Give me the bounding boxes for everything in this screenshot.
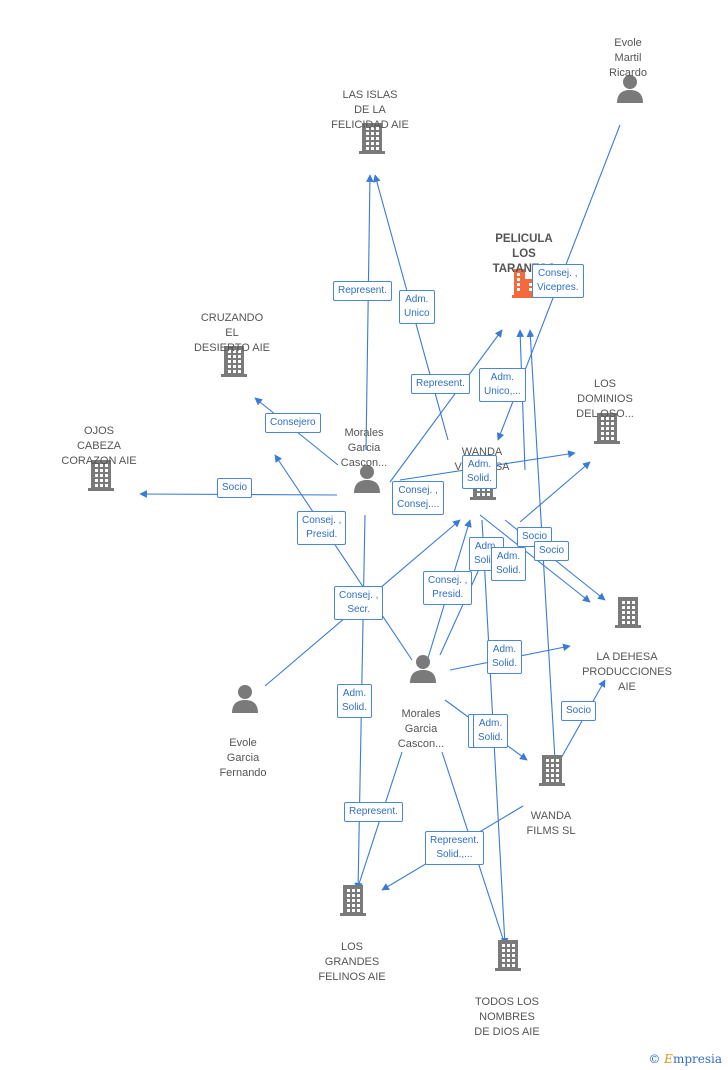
edge-label-14[interactable]: Adm. Solid.: [491, 547, 527, 581]
person-icon[interactable]: [408, 653, 438, 688]
edge-label-22[interactable]: Represent.: [344, 802, 403, 822]
edge-line-4: [389, 329, 503, 483]
node-label-morales1[interactable]: Morales Garcia Cascon...: [340, 427, 388, 469]
edge-label-16[interactable]: Consej. , Secr.: [334, 586, 384, 620]
building-icon[interactable]: [219, 344, 249, 383]
building-icon[interactable]: [493, 938, 523, 977]
edge-label-1[interactable]: Consej. , Vicepres.: [532, 264, 584, 298]
edge-label-15[interactable]: Consej. , Presid.: [423, 571, 473, 605]
edge-label-7[interactable]: Socio: [217, 478, 253, 498]
building-icon[interactable]: [86, 458, 116, 497]
brand-name: mpresia: [672, 1052, 722, 1066]
edge-line-11: [519, 461, 591, 523]
node-label-dominios[interactable]: LOS DOMINIOS DEL OSO...: [576, 378, 634, 420]
building-icon[interactable]: [537, 753, 567, 792]
edge-label-12[interactable]: Socio: [534, 541, 570, 561]
node-label-pelicula[interactable]: PELICULA LOS TARANTOS: [492, 233, 556, 275]
edge-label-17[interactable]: Adm. Solid.: [337, 684, 373, 718]
edge-label-9[interactable]: Consej. , Consej....: [392, 481, 445, 515]
building-icon[interactable]: [357, 121, 387, 160]
person-icon[interactable]: [615, 73, 645, 108]
brand-initial: E: [664, 1052, 673, 1066]
edge-label-6[interactable]: Consejero: [265, 413, 321, 433]
copyright-symbol: ©: [648, 1052, 661, 1066]
building-icon[interactable]: [592, 411, 622, 450]
person-icon[interactable]: [230, 683, 260, 718]
edge-label-2[interactable]: Represent.: [333, 281, 392, 301]
node-label-evole-garcia[interactable]: Evole Garcia Fernando: [219, 737, 267, 779]
node-label-wanda-f[interactable]: WANDA FILMS SL: [526, 810, 576, 837]
building-icon[interactable]: [338, 883, 368, 922]
node-label-ojos[interactable]: OJOS CABEZA CORAZON AIE: [61, 425, 137, 467]
edge-label-18[interactable]: Adm. Solid.: [487, 640, 523, 674]
node-label-morales2[interactable]: Morales Garcia Cascon...: [397, 708, 445, 750]
edge-label-8[interactable]: Adm. Solid.: [462, 455, 498, 489]
person-icon[interactable]: [352, 463, 382, 498]
edge-label-4[interactable]: Represent.: [411, 374, 470, 394]
node-label-dehesa[interactable]: LA DEHESA PRODUCCIONES AIE: [582, 651, 672, 693]
node-label-todos[interactable]: TODOS LOS NOMBRES DE DIOS AIE: [474, 996, 540, 1038]
edge-label-19[interactable]: Socio: [561, 701, 597, 721]
node-label-islas[interactable]: LAS ISLAS DE LA FELICIDAD AIE: [331, 89, 409, 131]
node-label-cruzando[interactable]: CRUZANDO EL DESIERTO AIE: [193, 312, 271, 354]
edge-label-3[interactable]: Adm. Unico: [399, 290, 435, 324]
edge-label-21[interactable]: Adm. Solid.: [473, 714, 509, 748]
node-label-grandes[interactable]: LOS GRANDES FELINOS AIE: [318, 941, 386, 983]
edge-label-10[interactable]: Consej. , Presid.: [297, 511, 347, 545]
building-icon[interactable]: [613, 595, 643, 634]
node-label-evole-martil[interactable]: Evole Martil Ricardo: [609, 37, 647, 79]
brand-watermark: © Empresia: [648, 1052, 722, 1066]
edge-line-2: [365, 174, 374, 451]
edge-line-10: [274, 454, 413, 661]
edge-label-5[interactable]: Adm. Unico,...: [479, 368, 526, 402]
edge-label-23[interactable]: Represent. Solid.,...: [425, 831, 484, 865]
